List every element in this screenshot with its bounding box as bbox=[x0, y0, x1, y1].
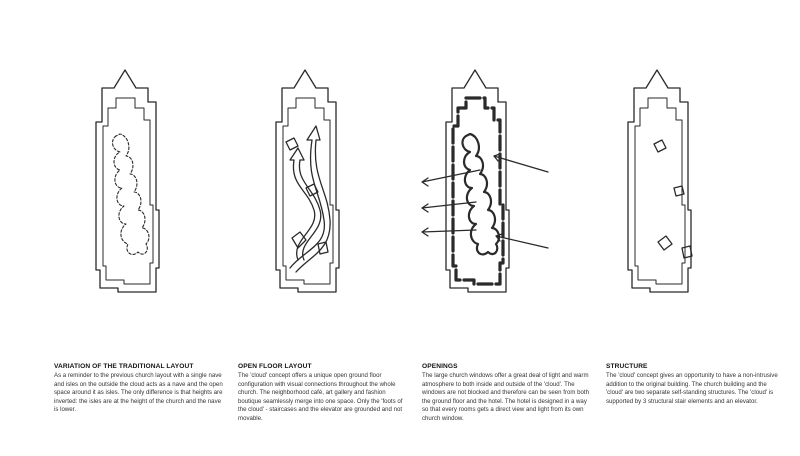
caption-text: The 'cloud' concept offers a unique open… bbox=[238, 372, 403, 422]
caption-text: The large church windows offer a great d… bbox=[422, 372, 590, 422]
church-outline bbox=[95, 69, 160, 293]
church-outline bbox=[627, 69, 692, 293]
arrow bbox=[421, 201, 477, 213]
church-inner-outline bbox=[282, 97, 334, 285]
caption-structure: STRUCTURE The 'cloud' concept gives an o… bbox=[606, 362, 778, 406]
caption-traditional: VARIATION OF THE TRADITIONAL LAYOUT As a… bbox=[54, 362, 226, 415]
structural-block bbox=[673, 185, 685, 197]
caption-text: As a reminder to the previous church lay… bbox=[54, 372, 223, 414]
caption-title: STRUCTURE bbox=[606, 363, 648, 370]
church-inner-outline bbox=[634, 97, 686, 285]
caption-title: OPENINGS bbox=[422, 363, 458, 370]
sketch-structure bbox=[627, 69, 693, 293]
cloud-outline bbox=[461, 132, 501, 256]
church-outline bbox=[445, 69, 510, 293]
arrow bbox=[421, 169, 481, 187]
sketch-traditional bbox=[95, 69, 160, 293]
sketch-openings bbox=[421, 69, 549, 293]
church-outline bbox=[275, 69, 340, 293]
caption-title: OPEN FLOOR LAYOUT bbox=[238, 363, 312, 370]
structural-block bbox=[285, 137, 299, 151]
arrow bbox=[289, 125, 331, 273]
structural-block bbox=[317, 241, 329, 255]
church-inner-outline bbox=[102, 97, 154, 285]
arrow bbox=[495, 233, 549, 249]
caption-open-floor: OPEN FLOOR LAYOUT The 'cloud' concept of… bbox=[238, 362, 410, 424]
sketch-row bbox=[95, 69, 693, 293]
arrow bbox=[493, 153, 549, 173]
structural-block bbox=[681, 245, 693, 259]
caption-title: VARIATION OF THE TRADITIONAL LAYOUT bbox=[54, 363, 194, 370]
caption-text: The 'cloud' concept gives an opportunity… bbox=[606, 372, 778, 405]
caption-row: VARIATION OF THE TRADITIONAL LAYOUT As a… bbox=[0, 362, 800, 456]
structural-block bbox=[657, 235, 673, 251]
structural-block bbox=[305, 183, 319, 197]
structural-block bbox=[291, 231, 307, 249]
arrow bbox=[421, 227, 477, 237]
sketch-open-floor bbox=[275, 69, 340, 293]
caption-openings: OPENINGS The large church windows offer … bbox=[422, 362, 594, 424]
cloud-outline bbox=[111, 133, 150, 255]
church-inner-outline bbox=[451, 96, 505, 286]
structural-block bbox=[653, 139, 667, 153]
arrow bbox=[289, 147, 322, 261]
